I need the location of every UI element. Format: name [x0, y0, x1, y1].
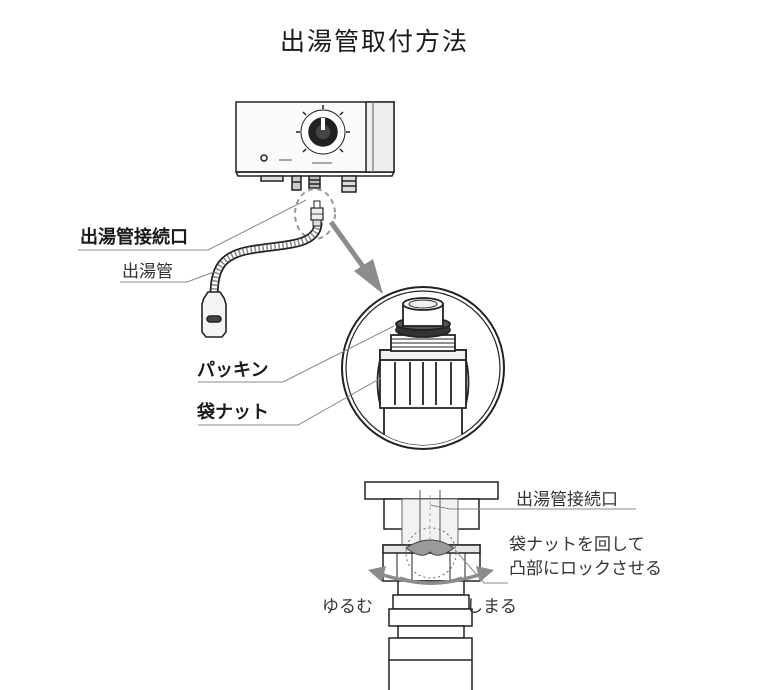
- cross-section: [364, 481, 499, 690]
- water-heater-unit: [235, 101, 395, 193]
- label-tighten: しまる: [466, 597, 517, 617]
- label-instruction-line2: 凸部にロックさせる: [509, 559, 662, 579]
- label-outlet-connection-top: 出湯管接続口: [80, 227, 188, 248]
- zoom-detail: [341, 286, 505, 450]
- zoom-arrow: [328, 220, 383, 294]
- outlet-hose: [209, 200, 324, 301]
- spout: [201, 291, 227, 338]
- label-bag-nut: 袋ナット: [197, 402, 269, 423]
- label-outlet-connection-bottom: 出湯管接続口: [516, 490, 618, 510]
- label-packing: パッキン: [197, 360, 269, 381]
- rotation-arrows: [368, 566, 494, 585]
- detail-highlight-circle: [294, 188, 336, 240]
- page-title: 出湯管取付方法: [280, 27, 470, 56]
- label-loosen: ゆるむ: [322, 597, 373, 617]
- leader-lines-lower: [429, 504, 636, 584]
- leader-lines-upper: [78, 199, 395, 426]
- label-outlet-pipe: 出湯管: [122, 262, 173, 282]
- label-instruction-line1: 袋ナットを回して: [509, 535, 645, 555]
